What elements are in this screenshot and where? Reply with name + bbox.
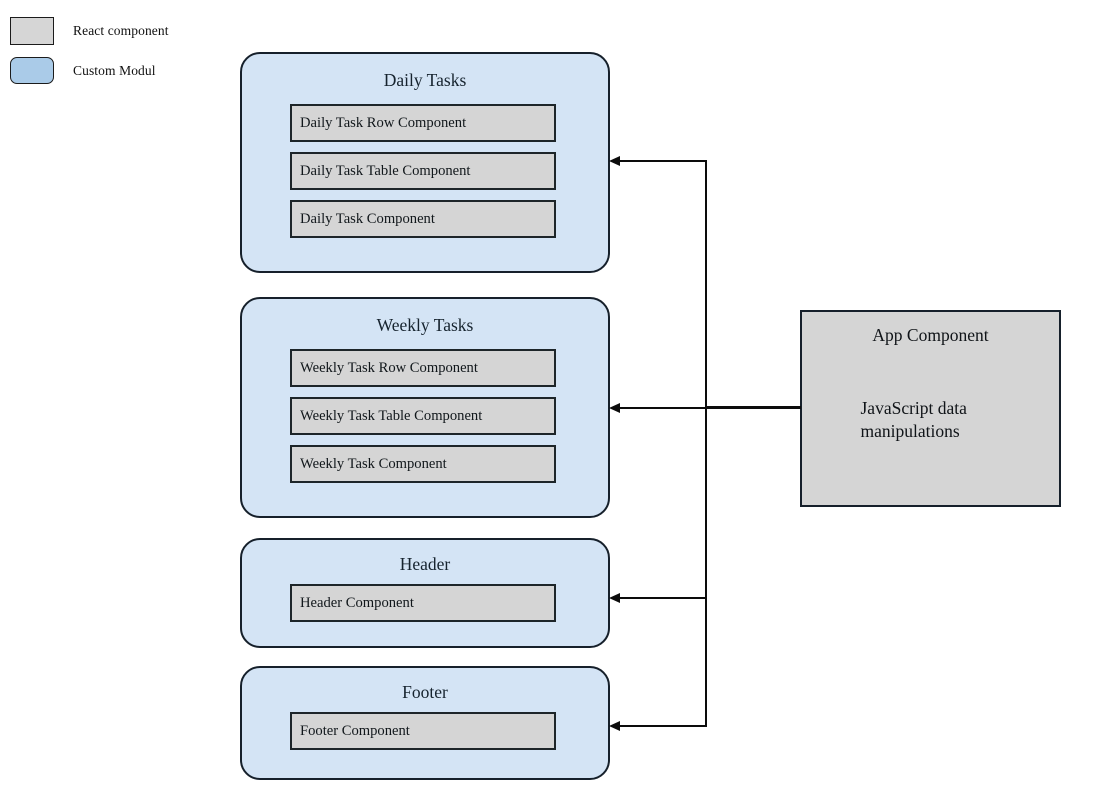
- component-label-daily-task-table: Daily Task Table Component: [300, 162, 471, 179]
- module-title-daily-tasks: Daily Tasks: [383, 70, 467, 90]
- legend-label-custom-modul: Custom Modul: [73, 62, 156, 78]
- component-label-header: Header Component: [300, 594, 414, 611]
- module-title-header: Header: [399, 554, 451, 574]
- component-header[interactable]: Header Component: [290, 584, 556, 622]
- module-title-weekly-tasks: Weekly Tasks: [376, 315, 474, 335]
- connector-trunk-vertical: [705, 160, 707, 726]
- component-weekly-task-table[interactable]: Weekly Task Table Component: [290, 397, 556, 435]
- component-daily-task-table[interactable]: Daily Task Table Component: [290, 152, 556, 190]
- connector-branch-daily-tasks: [619, 160, 707, 162]
- arrowhead-header: [609, 593, 620, 603]
- component-label-weekly-task: Weekly Task Component: [300, 455, 447, 472]
- component-footer[interactable]: Footer Component: [290, 712, 556, 750]
- arrowhead-footer: [609, 721, 620, 731]
- legend-item-react-component: React component: [10, 17, 169, 45]
- connector-branch-weekly-tasks: [619, 407, 707, 409]
- app-component-subtitle-wrap: JavaScript data manipulations: [802, 397, 1059, 443]
- component-label-weekly-task-table: Weekly Task Table Component: [300, 407, 483, 424]
- component-label-daily-task: Daily Task Component: [300, 210, 435, 227]
- connector-branch-header: [619, 597, 707, 599]
- app-component-subtitle: JavaScript data manipulations: [860, 398, 967, 442]
- app-component-box[interactable]: App Component JavaScript data manipulati…: [800, 310, 1061, 507]
- component-label-daily-task-row: Daily Task Row Component: [300, 114, 467, 131]
- arrowhead-weekly-tasks: [609, 403, 620, 413]
- component-daily-task-row[interactable]: Daily Task Row Component: [290, 104, 556, 142]
- legend-label-react-component: React component: [73, 23, 169, 38]
- legend-item-custom-modul: Custom Modul: [10, 57, 156, 84]
- arrowhead-daily-tasks: [609, 156, 620, 166]
- connector-branch-footer: [619, 725, 707, 727]
- legend-swatch-react-component: [10, 17, 54, 45]
- connector-app-to-trunk: [705, 406, 801, 410]
- component-weekly-task[interactable]: Weekly Task Component: [290, 445, 556, 483]
- module-title-footer: Footer: [402, 682, 448, 702]
- component-label-footer: Footer Component: [300, 722, 410, 739]
- component-weekly-task-row[interactable]: Weekly Task Row Component: [290, 349, 556, 387]
- component-daily-task[interactable]: Daily Task Component: [290, 200, 556, 238]
- legend-swatch-custom-modul: [10, 57, 54, 84]
- component-label-weekly-task-row: Weekly Task Row Component: [300, 359, 478, 376]
- app-component-title: App Component: [872, 325, 989, 345]
